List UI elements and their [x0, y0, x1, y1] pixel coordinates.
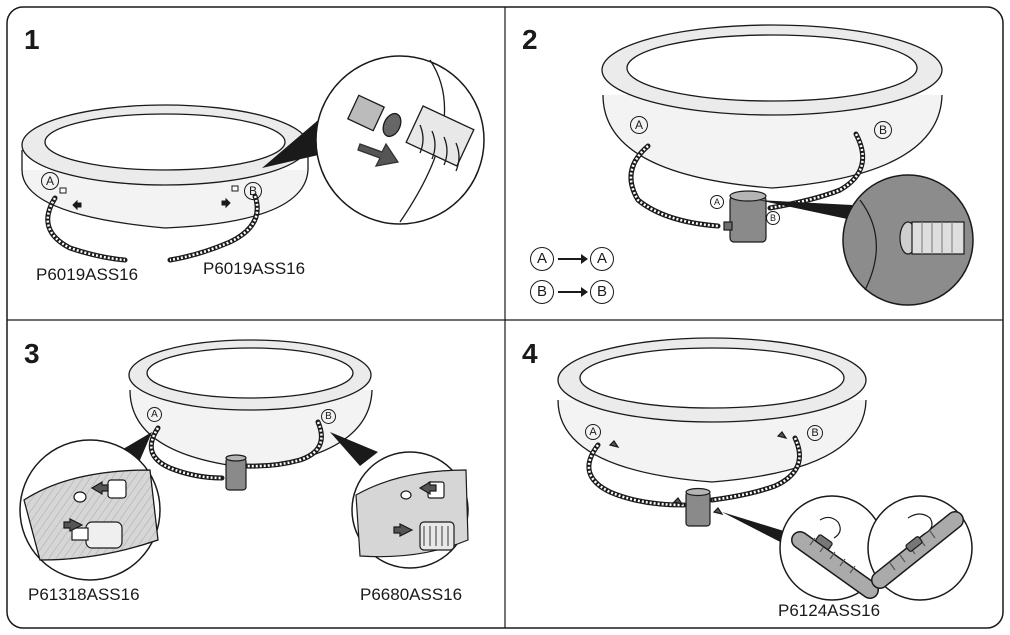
panel-1-hose-label-left: P6019ASS16: [36, 265, 139, 284]
panel-2-pump-marker-b: B: [766, 211, 780, 225]
legend-b-from: B: [530, 280, 554, 304]
panel-1-marker-a: A: [41, 172, 59, 190]
panel-2-pool: [601, 24, 943, 189]
step-number-3: 3: [24, 338, 40, 369]
legend-b-arrow: [558, 287, 588, 297]
panel-3-marker-b: B: [321, 409, 336, 424]
panel-1-zoom-detail: [346, 59, 475, 223]
panel-2-legend-b: B B: [530, 280, 614, 304]
panel-3-left-zoom-detail: [23, 469, 159, 561]
panel-2-marker-b: B: [874, 121, 892, 139]
step-number-4: 4: [522, 338, 538, 369]
panel-2-pump-marker-a: A: [710, 195, 724, 209]
panel-2-legend-a: A A: [530, 247, 614, 271]
panel-3-marker-a: A: [147, 407, 162, 422]
panel-1-inlet-fittings: [59, 185, 239, 211]
panel-2-marker-a: A: [630, 116, 648, 134]
panel-3-filter-pump: [225, 454, 247, 491]
panel-2-filter-pump: [723, 190, 767, 243]
panel-4-marker-a: A: [585, 424, 601, 440]
panel-3-part-label-left: P61318ASS16: [28, 585, 140, 604]
panel-3-pool: [128, 339, 373, 469]
step-number-1: 1: [24, 24, 40, 55]
panel-4-pool: [557, 337, 867, 483]
legend-b-to: B: [590, 280, 614, 304]
panel-2-zoom-detail: [859, 199, 965, 291]
panel-4-part-label: P6124ASS16: [778, 601, 881, 620]
panel-1-pool: [21, 104, 309, 229]
legend-a-from: A: [530, 247, 554, 271]
step-number-2: 2: [522, 24, 538, 55]
panel-1-marker-b: B: [244, 182, 262, 200]
panel-3-right-zoom-detail: [355, 469, 469, 558]
panel-1-hose-label-right: P6019ASS16: [203, 259, 306, 278]
panel-2-callout-pointer: [758, 200, 852, 220]
panel-3-part-label-right: P6680ASS16: [360, 585, 463, 604]
panel-4-marker-b: B: [807, 425, 823, 441]
panel-3-right-callout-pointer: [330, 432, 378, 466]
panel-4-zoom-detail: [791, 511, 964, 599]
panel-4-filter-pump: [608, 431, 788, 527]
legend-a-to: A: [590, 247, 614, 271]
legend-a-arrow: [558, 254, 588, 264]
